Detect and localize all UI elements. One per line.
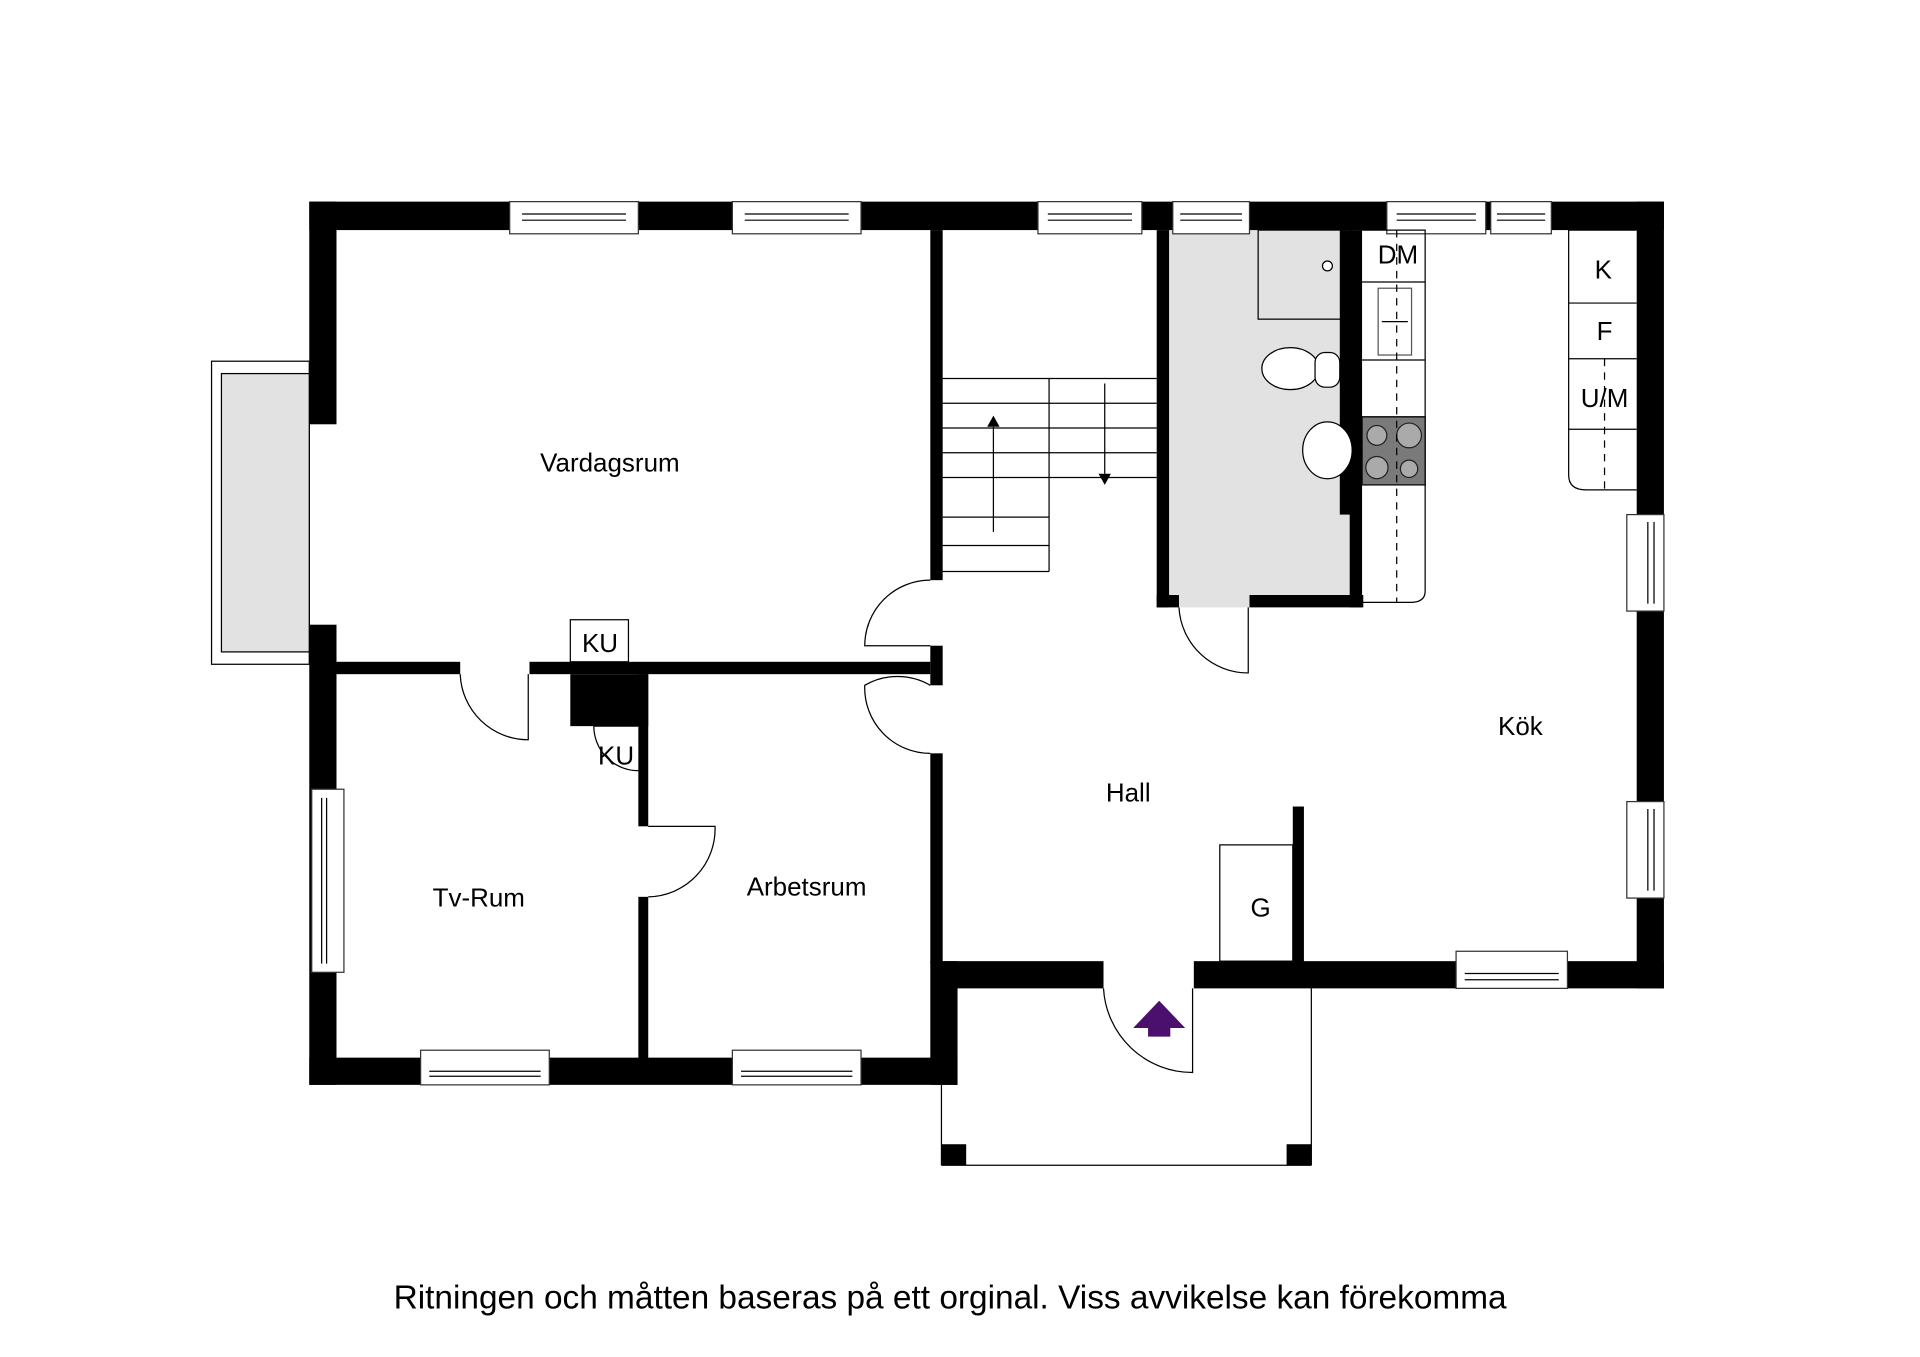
window [311,788,345,973]
kitchen-counter-right [1568,229,1637,491]
room-label-kok: Kök [1498,711,1544,741]
wardrobe-label: G [1251,893,1271,923]
room-label-arbetsrum: Arbetsrum [747,872,867,902]
wardrobe-box [1219,844,1294,962]
sink-icon [1302,421,1353,480]
staircase [942,377,1157,573]
room-label-tv-rum: Tv-Rum [433,883,525,913]
balcony [210,360,310,665]
windows [311,201,1665,1086]
kitchen-counter-left [1361,229,1426,604]
room-label-hall: Hall [1106,778,1151,808]
ku-box [569,619,630,663]
window [1490,201,1552,235]
arrow-up-icon [987,415,1000,427]
freezer-label: F [1597,316,1613,346]
window [1037,201,1143,235]
bathroom-fixtures [1261,260,1353,480]
window [509,201,639,235]
window [1455,950,1569,989]
tap-icon [1321,260,1333,272]
oven-micro-label: U/M [1581,383,1629,413]
window [420,1049,550,1086]
interior-walls [336,230,1364,1061]
room-label-vardagsrum: Vardagsrum [540,447,680,477]
window [1626,513,1665,612]
window [1626,800,1665,899]
window [731,201,862,235]
entrance-arrow-icon [1133,1000,1186,1037]
disclaimer-caption: Ritningen och måtten baseras på ett orgi… [394,1280,1507,1317]
ku-label-top: KU [582,628,618,658]
doors [459,579,1249,1074]
toilet-icon [1261,346,1320,391]
ku-label-bottom: KU [598,740,634,770]
arrow-down-icon [1098,473,1111,485]
dishwasher-label: DM [1378,239,1418,269]
window [731,1049,862,1086]
window [1172,201,1251,235]
fridge-label: K [1595,254,1613,284]
window [1386,201,1487,235]
porch [940,988,1312,1166]
